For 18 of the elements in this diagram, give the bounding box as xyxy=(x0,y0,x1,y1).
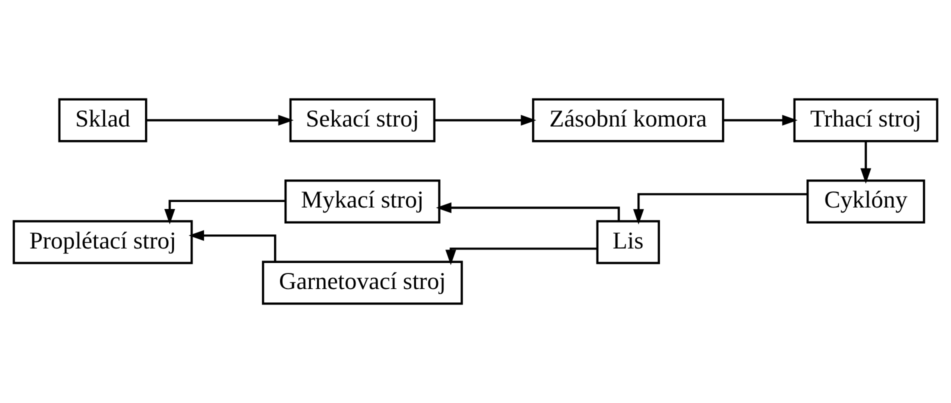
node-box: Cyklóny xyxy=(806,180,926,224)
arrow xyxy=(633,193,808,225)
node-box: Sklad xyxy=(58,98,148,142)
arrow xyxy=(436,202,620,221)
node-box: Lis xyxy=(596,220,660,264)
node-box: Sekací stroj xyxy=(289,98,436,142)
arrow xyxy=(146,114,294,126)
arrow xyxy=(445,248,598,266)
arrow xyxy=(188,230,276,262)
node-box: Mykací stroj xyxy=(284,180,440,224)
arrow xyxy=(434,114,536,126)
arrow xyxy=(860,141,872,184)
node-box: Zásobní komora xyxy=(532,98,724,142)
arrow xyxy=(723,114,798,126)
node-box: Proplétací stroj xyxy=(12,220,193,264)
node-box: Trhací stroj xyxy=(793,98,938,142)
node-box: Garnetovací stroj xyxy=(262,260,463,305)
arrow xyxy=(164,200,286,224)
